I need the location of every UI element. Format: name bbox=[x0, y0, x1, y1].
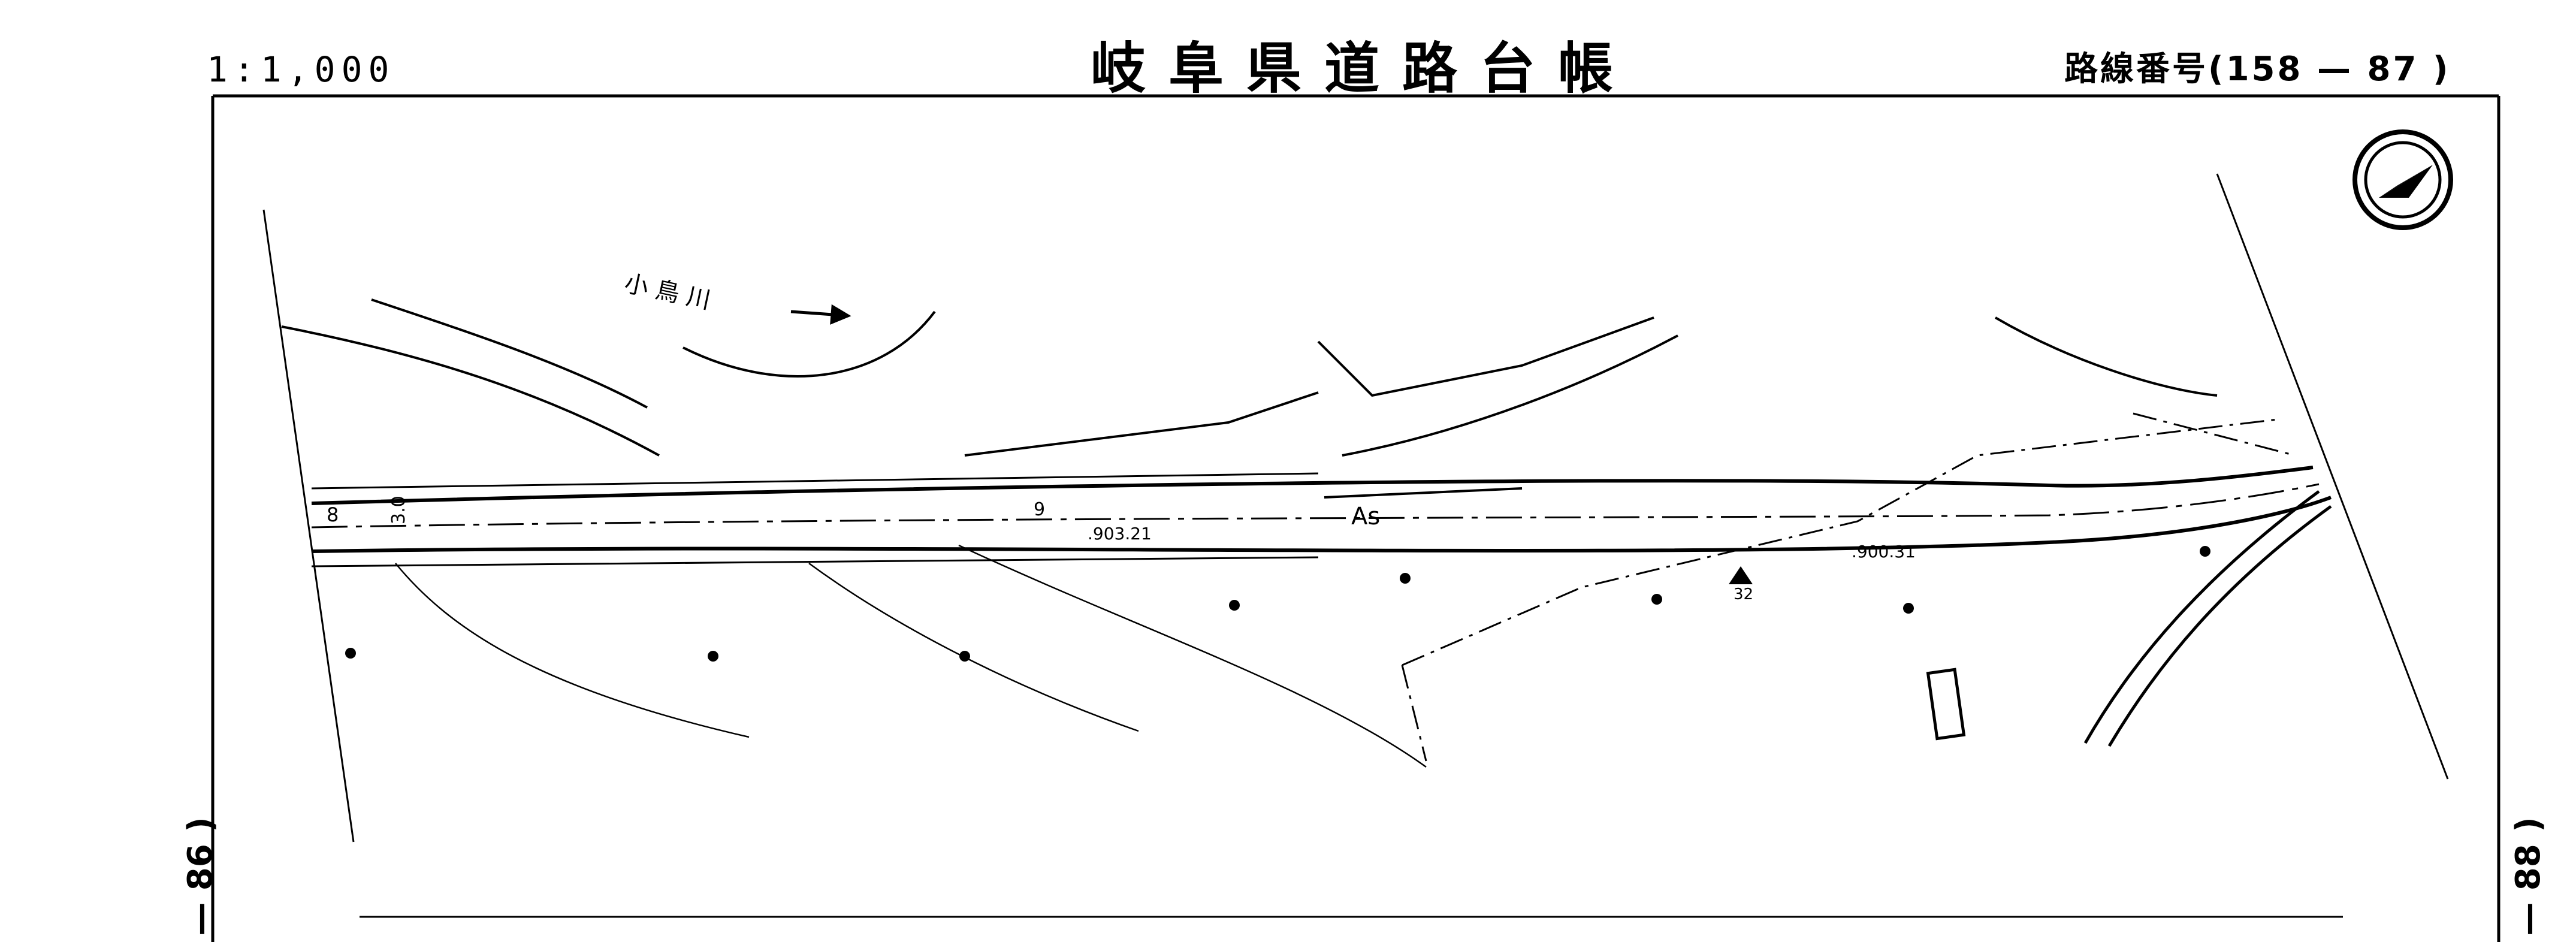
route-number: 路線番号(158 — 87 ) bbox=[2064, 50, 2451, 89]
elevation-label-2: .900.31 bbox=[1852, 542, 1916, 561]
main-road bbox=[311, 466, 2332, 747]
property-boundaries bbox=[1401, 412, 2296, 762]
terrain-edges bbox=[964, 316, 2218, 499]
lower-terrain bbox=[395, 544, 1427, 768]
section-boundaries bbox=[262, 173, 2449, 843]
benchmark-label: 32 bbox=[1734, 585, 1753, 603]
road-width-label-2: 3.0 bbox=[388, 496, 409, 524]
surface-label: As bbox=[1351, 503, 1380, 530]
survey-points bbox=[345, 546, 2210, 662]
lane-label: 9 bbox=[1034, 499, 1045, 520]
elevation-label-1: .903.21 bbox=[1088, 524, 1152, 544]
road-slope-hachures bbox=[311, 472, 1319, 567]
building-icon bbox=[1926, 668, 1966, 741]
map-scale: 1:1,000 bbox=[207, 49, 395, 90]
north-arrow-icon bbox=[2352, 129, 2453, 230]
river-banks bbox=[281, 298, 936, 457]
road-width-label: 8 bbox=[327, 503, 339, 526]
flow-arrow-icon bbox=[790, 304, 851, 325]
benchmark-icon bbox=[1729, 566, 1753, 584]
river-label: 小 鳥 川 bbox=[622, 270, 713, 315]
page-title: 岐阜県道路台帳 bbox=[1091, 37, 1636, 101]
map-frame bbox=[211, 94, 2500, 942]
